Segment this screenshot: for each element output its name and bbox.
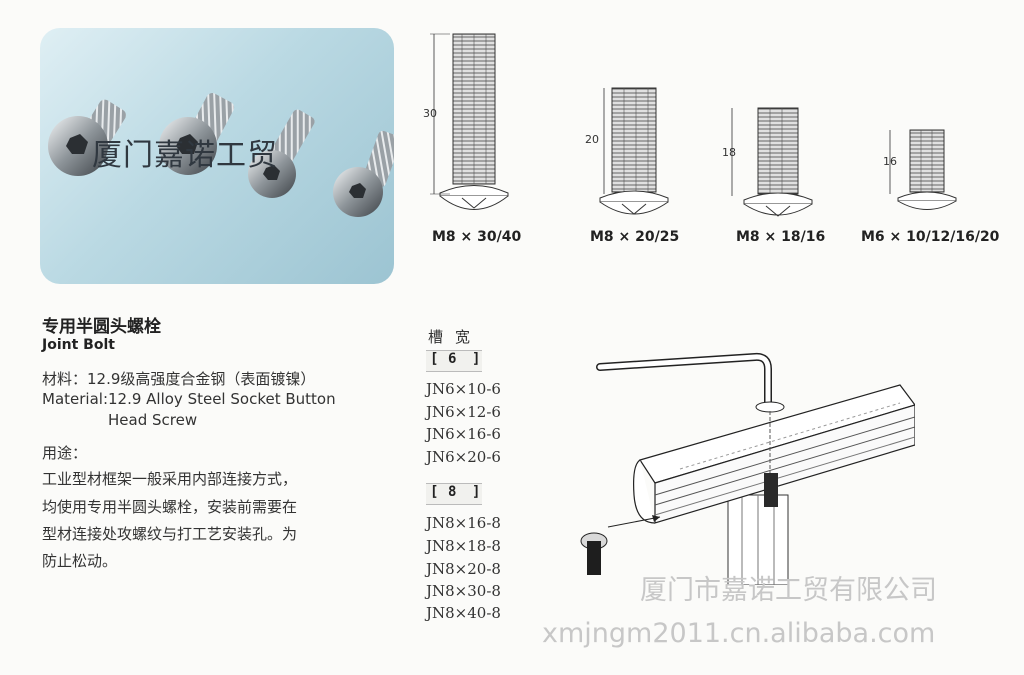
bolt-drawing-2	[599, 87, 669, 215]
slot-width-title: 槽宽	[428, 328, 483, 346]
spec-jn8-2: JN8×18-8	[426, 537, 501, 555]
slot-size-6-box: [ ] 6	[426, 350, 482, 372]
bolt-drawing-3	[731, 107, 813, 217]
bolt-drawing-1	[430, 33, 509, 210]
bolt-label-4: M6 × 10/12/16/20	[861, 229, 1000, 245]
spec-jn8-5: JN8×40-8	[426, 604, 501, 622]
spec-jn6-2: JN6×12-6	[426, 403, 501, 421]
spec-jn6-1: JN6×10-6	[426, 380, 501, 398]
usage-line-1: 工业型材框架一般采用内部连接方式，	[42, 470, 298, 488]
spec-jn8-4: JN8×30-8	[426, 582, 501, 600]
slot-size-8: 8	[448, 484, 457, 500]
material-en-line-2: Head Screw	[108, 411, 198, 429]
usage-label: 用途：	[42, 444, 88, 462]
spec-jn6-4: JN6×20-6	[426, 448, 501, 466]
usage-line-2: 均使用专用半圆头螺栓，安装前需要在	[42, 498, 298, 516]
bolt-dimension-drawings	[430, 33, 957, 217]
spec-jn6-3: JN6×16-6	[426, 425, 501, 443]
bolt-label-2: M8 × 20/25	[590, 229, 680, 245]
bolt-drawing-4	[889, 129, 957, 210]
usage-line-3: 型材连接处攻螺纹与打工艺安装孔。为	[42, 525, 298, 543]
bolt-image-2	[159, 93, 235, 175]
photo-watermark: 厦门嘉诺工贸	[92, 138, 278, 173]
slot-size-6: 6	[448, 351, 457, 367]
bolt-image-4	[333, 130, 394, 217]
product-title-en: Joint Bolt	[42, 337, 115, 353]
bolt-image-1	[48, 99, 127, 176]
spec-jn8-1: JN8×16-8	[426, 514, 501, 532]
bolt-dimension-3: 18	[722, 146, 736, 159]
bolt-dimension-2: 20	[585, 133, 599, 146]
company-watermark: 厦门市嘉诺工贸有限公司	[640, 575, 937, 606]
bolt-photo-drawing	[48, 93, 394, 217]
material-cn: 材料：12.9级高强度合金钢（表面镀镍）	[42, 370, 316, 388]
assembly-illustration	[580, 352, 915, 585]
product-title-cn: 专用半圆头螺栓	[42, 317, 161, 337]
spec-jn8-3: JN8×20-8	[426, 560, 501, 578]
slot-size-8-box: [ ] 8	[426, 483, 482, 505]
bolt-image-3	[248, 109, 315, 198]
site-watermark: xmjngm2011.cn.alibaba.com	[542, 618, 936, 649]
bolt-dimension-4: 16	[883, 155, 897, 168]
bolt-label-3: M8 × 18/16	[736, 229, 826, 245]
bolt-label-1: M8 × 30/40	[432, 229, 522, 245]
usage-line-4: 防止松动。	[42, 552, 118, 570]
material-en-line-1: Material:12.9 Alloy Steel Socket Button	[42, 390, 336, 408]
bolt-photo: 厦门嘉诺工贸	[40, 28, 394, 284]
bolt-dimension-1: 30	[423, 107, 437, 120]
